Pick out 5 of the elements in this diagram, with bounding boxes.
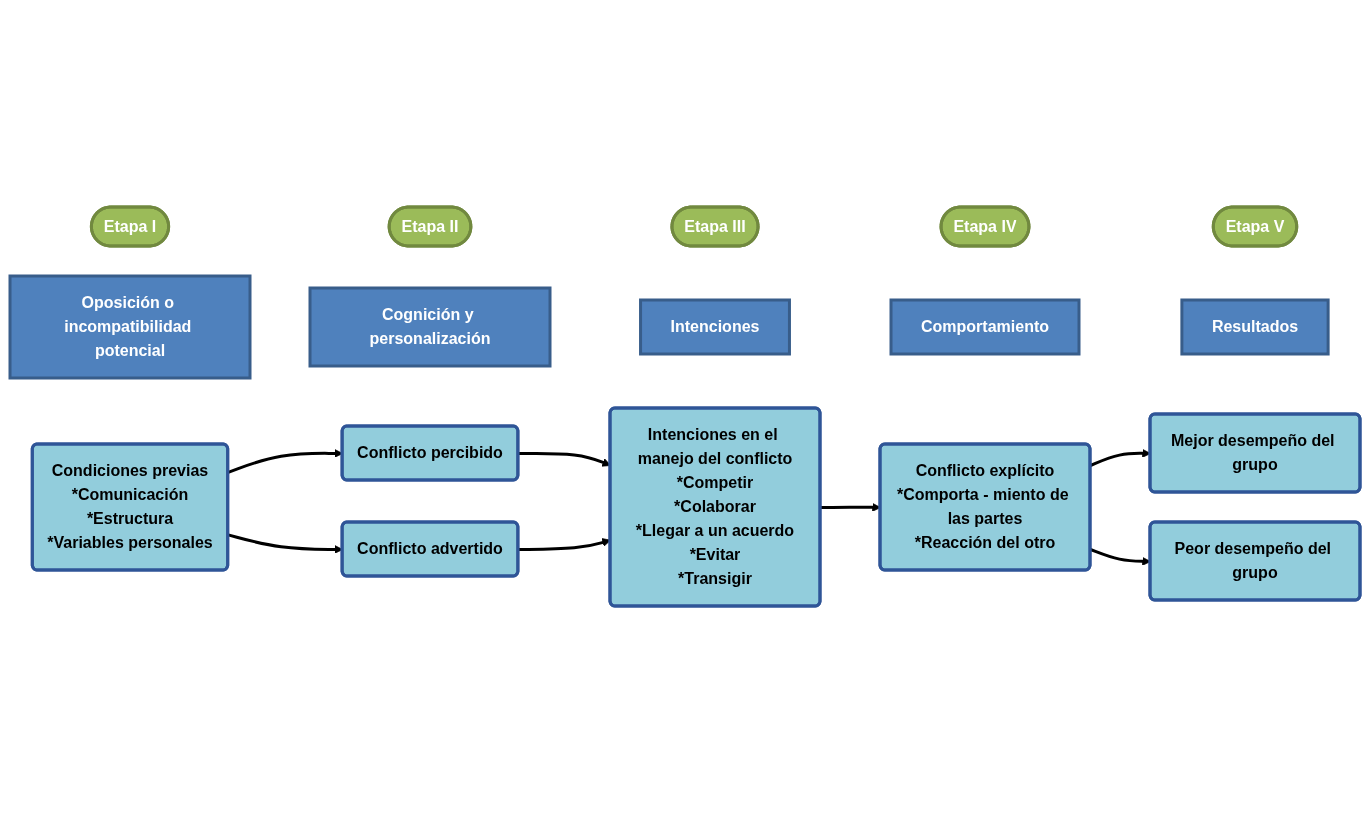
- node-box: Oposición o incompatibilidad potencial: [8, 274, 251, 380]
- node-box: Cognición y personalización: [308, 286, 551, 368]
- node-box: Intenciones: [638, 298, 791, 356]
- node-box: Resultados: [1179, 298, 1330, 356]
- node-box: Comportamiento: [889, 298, 1080, 356]
